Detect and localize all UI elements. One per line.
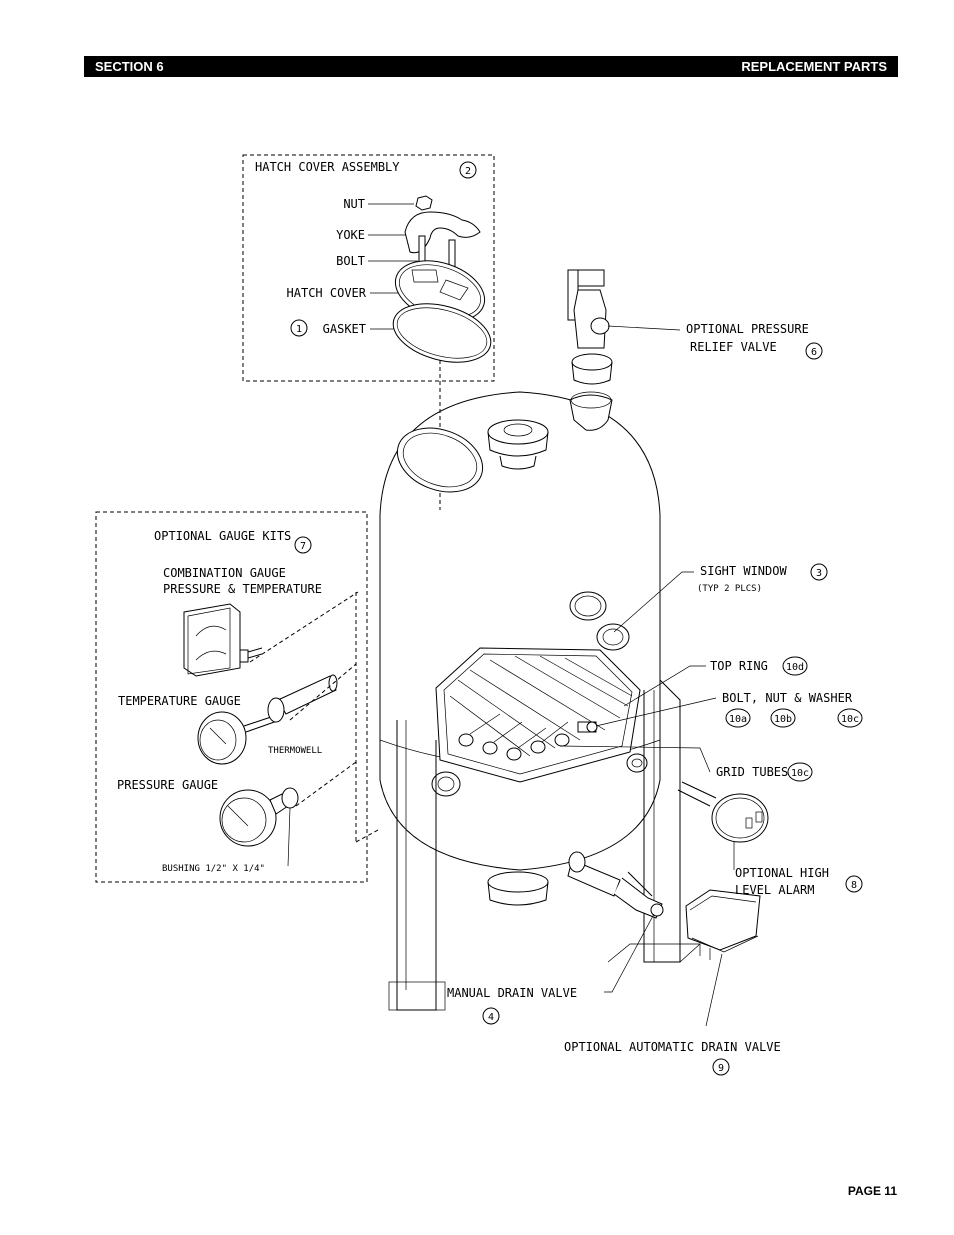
washer-number: 10c	[841, 714, 859, 725]
auto-drain-label: OPTIONAL AUTOMATIC DRAIN VALVE	[564, 1040, 781, 1054]
pressure-temperature-label: PRESSURE & TEMPERATURE	[163, 582, 322, 596]
relief-valve-label-1: OPTIONAL PRESSURE	[686, 322, 809, 336]
grid-assembly	[435, 647, 641, 783]
sight-window-callout: SIGHT WINDOW 3 (TYP 2 PLCS)	[613, 563, 828, 633]
optional-gauge-kits-box: OPTIONAL GAUGE KITS 7 COMBINATION GAUGE …	[95, 511, 379, 883]
bolt-number: 10a	[729, 714, 747, 725]
grid-tubes-label: GRID TUBES	[716, 765, 788, 779]
top-ring-label: TOP RING	[710, 659, 768, 673]
drain-assembly	[567, 851, 761, 960]
temperature-gauge-label: TEMPERATURE GAUGE	[118, 694, 241, 708]
grid-tubes-callout: GRID TUBES 10c	[559, 745, 813, 782]
gasket-number: 1	[296, 324, 302, 335]
thermowell-label: THERMOWELL	[268, 746, 322, 756]
bushing-label: BUSHING 1/2" X 1/4"	[162, 864, 265, 874]
pressure-relief-valve	[567, 269, 681, 385]
high-level-alarm	[677, 781, 769, 843]
top-ring-number: 10d	[786, 662, 804, 673]
page-number: PAGE 11	[847, 1184, 897, 1198]
combination-gauge-label: COMBINATION GAUGE	[163, 566, 286, 580]
nut-number: 10b	[774, 714, 792, 725]
relief-valve-number: 6	[811, 347, 817, 358]
top-ring-callout: TOP RING 10d	[623, 656, 808, 707]
hatch-box-number: 2	[465, 166, 471, 177]
manual-drain-callout: MANUAL DRAIN VALVE 4	[447, 913, 655, 1025]
high-level-alarm-callout: OPTIONAL HIGH LEVEL ALARM 8	[733, 842, 863, 897]
section-title: REPLACEMENT PARTS	[741, 59, 887, 74]
bolt-label: BOLT	[336, 254, 365, 268]
pressure-gauge-label: PRESSURE GAUGE	[117, 778, 218, 792]
gasket-label: GASKET	[323, 322, 366, 336]
alarm-number: 8	[851, 880, 857, 891]
alarm-label-2: LEVEL ALARM	[735, 883, 814, 897]
relief-valve-callout: OPTIONAL PRESSURE RELIEF VALVE 6	[686, 322, 823, 360]
section-label: SECTION 6	[95, 59, 164, 74]
sight-window-number: 3	[816, 568, 822, 579]
auto-drain-callout: OPTIONAL AUTOMATIC DRAIN VALVE 9	[564, 953, 781, 1076]
hatch-box-title: HATCH COVER ASSEMBLY	[255, 160, 400, 174]
sight-window-label: SIGHT WINDOW	[700, 564, 787, 578]
grid-tubes-number: 10c	[791, 768, 809, 779]
hatch-cover-label: HATCH COVER	[287, 286, 367, 300]
section-header-bar: SECTION 6 REPLACEMENT PARTS	[84, 56, 898, 77]
manual-drain-number: 4	[488, 1012, 494, 1023]
yoke-label: YOKE	[336, 228, 365, 242]
auto-drain-number: 9	[718, 1063, 724, 1074]
manual-drain-label: MANUAL DRAIN VALVE	[447, 986, 577, 1000]
relief-valve-label-2: RELIEF VALVE	[690, 340, 777, 354]
gauge-kits-title: OPTIONAL GAUGE KITS	[154, 529, 291, 543]
hatch-cover-assembly-box: HATCH COVER ASSEMBLY 2 NUT YOKE BOLT HAT…	[242, 154, 495, 510]
sight-window-note: (TYP 2 PLCS)	[697, 584, 762, 594]
bolt-nut-washer-callout: BOLT, NUT & WASHER 10a 10b 10c	[595, 691, 863, 728]
nut-label: NUT	[343, 197, 365, 211]
gauge-kits-number: 7	[300, 541, 306, 552]
bolt-nut-washer-label: BOLT, NUT & WASHER	[722, 691, 853, 705]
alarm-label-1: OPTIONAL HIGH	[735, 866, 829, 880]
